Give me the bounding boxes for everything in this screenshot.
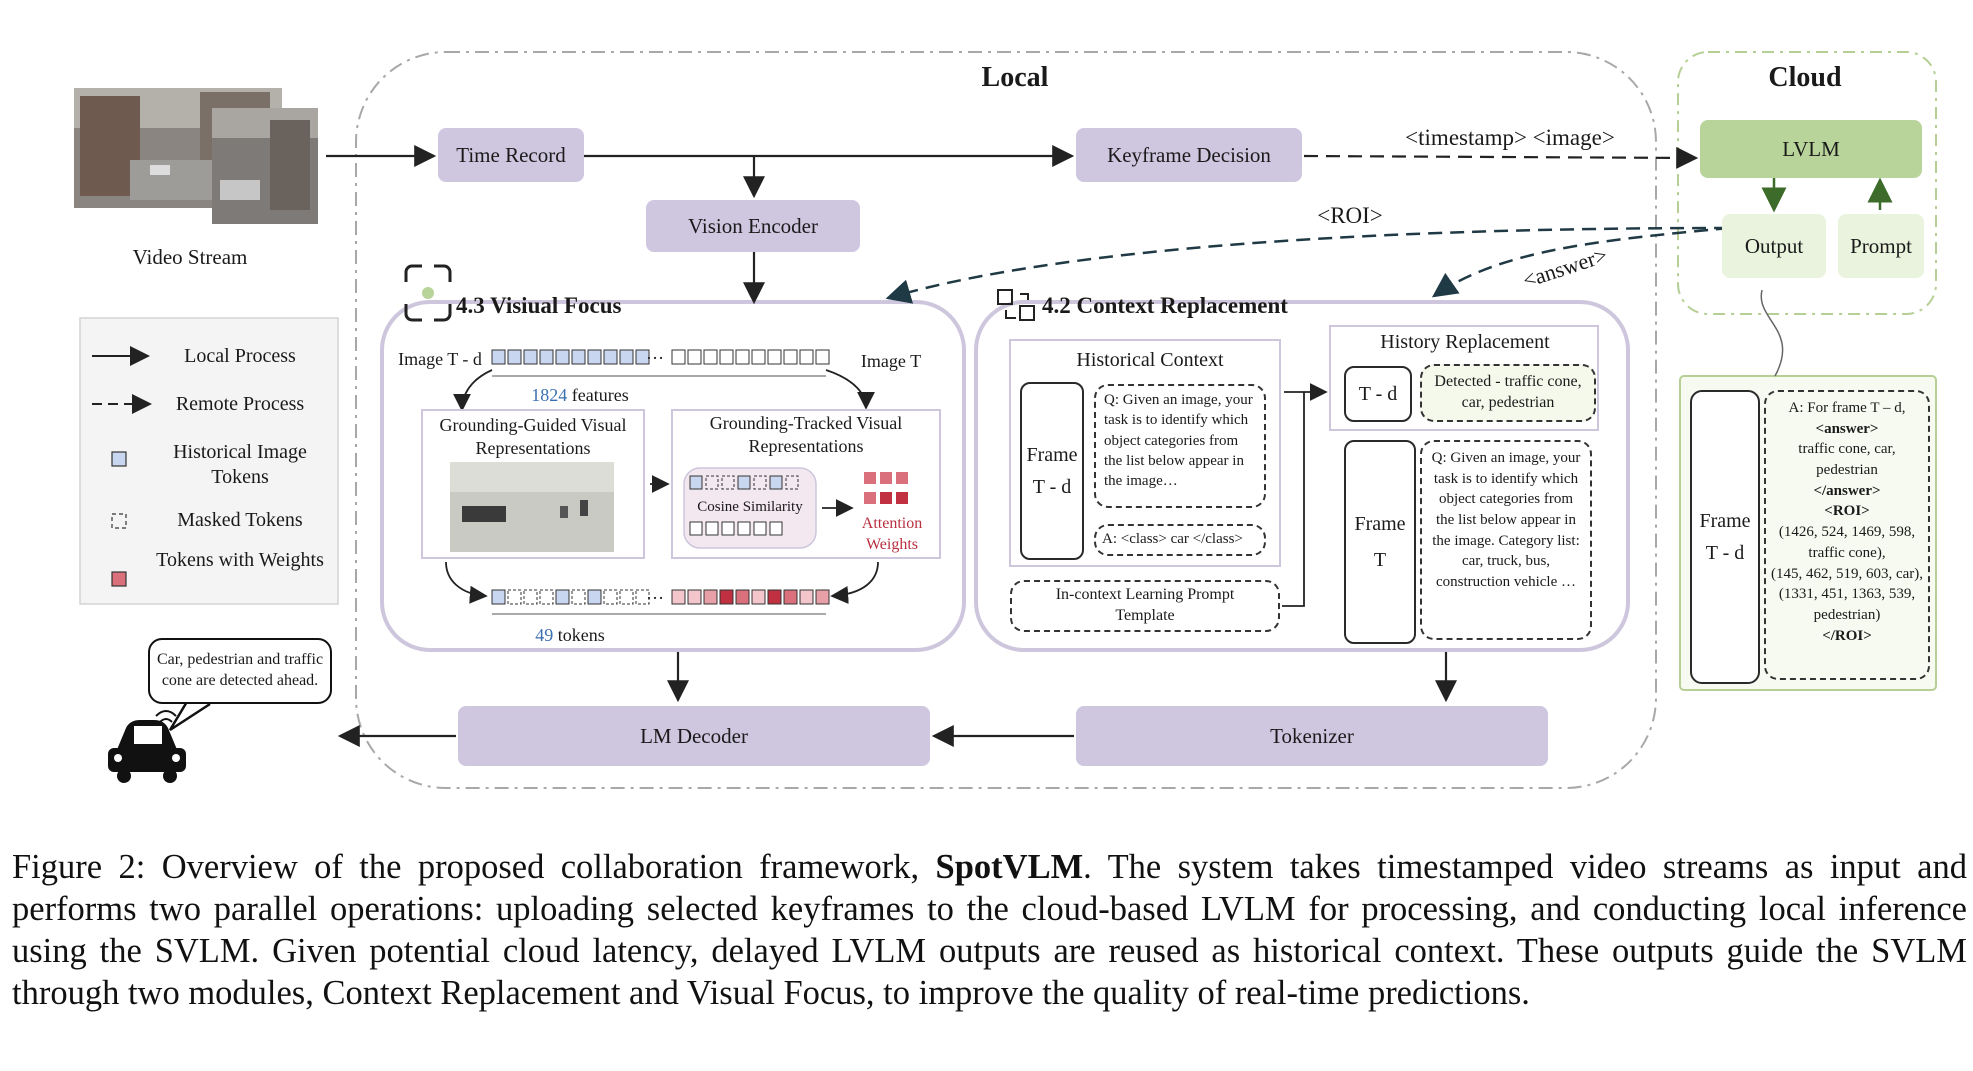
historical-context-label: Historical Context xyxy=(1076,349,1224,371)
current-question-box: Q: Given an image, your task is to ident… xyxy=(1420,440,1592,640)
keyframe-decision-node: Keyframe Decision xyxy=(1076,128,1302,182)
t-minus-d-box: T - d xyxy=(1344,366,1412,422)
cloud-title: Cloud xyxy=(1768,62,1842,93)
answer-body: traffic cone, car, pedestrian xyxy=(1798,441,1896,479)
roi-body-2: (145, 462, 519, 603, car), xyxy=(1770,565,1924,582)
token-row-bottom xyxy=(491,589,830,605)
image-t-d-label: Image T - d xyxy=(398,349,482,369)
cloud-container xyxy=(1677,51,1937,315)
answer-close-tag: </answer> xyxy=(1813,482,1881,499)
icl-template-box: In-context Learning Prompt Template xyxy=(1010,580,1280,632)
ellipsis-top: … xyxy=(646,343,664,363)
video-stream-image xyxy=(74,88,318,224)
image-t-label: Image T xyxy=(860,351,922,371)
caption-name: SpotVLM xyxy=(935,848,1084,886)
similarity-tokens xyxy=(689,475,799,536)
roi-body-1: (1426, 524, 1469, 598, traffic cone), xyxy=(1778,524,1916,561)
grounding-tracked-label: Grounding-Tracked Visual Representations xyxy=(709,413,903,457)
car-icon xyxy=(108,710,186,783)
roi-close-tag: </ROI> xyxy=(1822,627,1872,644)
timestamp-image-label: <timestamp> <image> xyxy=(1405,125,1615,150)
roi-body-3: (1331, 451, 1363, 539, pedestrian) xyxy=(1778,586,1916,623)
legend-weighted-tokens: Tokens with Weights xyxy=(156,549,324,571)
framework-figure: Local Cloud Video Stream Time Record Key… xyxy=(74,51,1937,789)
answer-open-tag: <answer> xyxy=(1815,420,1879,437)
local-title: Local xyxy=(981,62,1049,93)
attention-weights-label: Attention Weights xyxy=(861,515,923,553)
tokens-label: 49 tokens xyxy=(535,625,605,645)
local-container xyxy=(355,51,1657,789)
cloud-answer-line1: A: For frame T – d, xyxy=(1788,400,1906,416)
legend-local-process: Local Process xyxy=(184,345,296,367)
frame-t-d-box: Frame T - d xyxy=(1020,382,1084,560)
legend-historical-tokens: Historical Image Tokens xyxy=(173,441,307,488)
ellipsis-bottom: … xyxy=(646,583,664,603)
cloud-answer-box: A: For frame T – d, <answer> traffic con… xyxy=(1764,390,1930,680)
historical-question: Q: Given an image, your task is to ident… xyxy=(1094,384,1266,508)
cosine-similarity-label: Cosine Similarity xyxy=(697,499,803,515)
swap-icon xyxy=(997,289,1035,321)
video-stream-label: Video Stream xyxy=(132,245,248,269)
legend-remote-process: Remote Process xyxy=(175,393,305,415)
masked-road-image xyxy=(450,462,614,552)
token-row-top xyxy=(491,349,830,365)
tokenizer-node: Tokenizer xyxy=(1076,706,1548,766)
speech-bubble: Car, pedestrian and traffic cone are det… xyxy=(148,638,332,704)
figure-caption: Figure 2: Overview of the proposed colla… xyxy=(12,846,1967,1014)
caption-prefix: Figure 2: Overview of the proposed colla… xyxy=(12,848,936,886)
caption-body: . The system takes timestamped video str… xyxy=(12,848,1967,1012)
roi-label: <ROI> xyxy=(1317,203,1383,228)
attention-weight-grid xyxy=(864,472,908,504)
focus-icon xyxy=(404,264,452,322)
prompt-node: Prompt xyxy=(1838,214,1924,278)
legend-masked-tokens: Masked Tokens xyxy=(177,509,303,531)
vision-encoder-node: Vision Encoder xyxy=(646,200,860,252)
time-record-node: Time Record xyxy=(438,128,584,182)
output-node: Output xyxy=(1722,214,1826,278)
visual-focus-title: 4.3 Visiual Focus xyxy=(456,293,622,318)
lvlm-node: LVLM xyxy=(1700,120,1922,178)
grounding-guided-label: Grounding-Guided Visual Representations xyxy=(439,415,627,459)
roi-open-tag: <ROI> xyxy=(1824,503,1870,520)
history-replacement-label: History Replacement xyxy=(1380,331,1550,353)
context-replacement-title: 4.2 Context Replacement xyxy=(1042,293,1288,318)
cloud-frame-box: Frame T - d xyxy=(1690,390,1760,684)
features-label: 1824 features xyxy=(531,385,629,405)
historical-answer: A: <class> car </class> xyxy=(1094,524,1266,556)
detected-text-box: Detected - traffic cone, car, pedestrian xyxy=(1420,364,1596,422)
lm-decoder-node: LM Decoder xyxy=(458,706,930,766)
frame-t-box: Frame T xyxy=(1344,440,1416,644)
